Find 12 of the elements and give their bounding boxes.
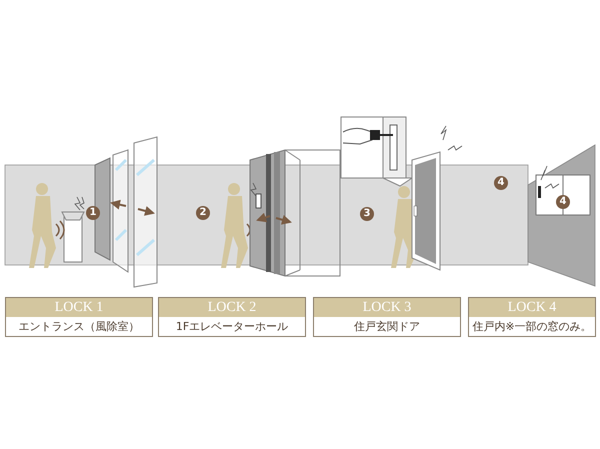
caption-panel: [468, 297, 596, 337]
caption-panel: [313, 297, 461, 337]
panel-heading: LOCK 2: [159, 298, 305, 317]
panel-heading: LOCK 4: [469, 298, 595, 317]
panel-text: 住戸内※一部の窓のみ。: [471, 319, 593, 335]
caption-panel: [5, 297, 153, 337]
panel-text: 住戸玄関ドア: [353, 319, 421, 335]
panel-text: 1Fエレベーターホール: [174, 319, 290, 335]
panel-heading: LOCK 3: [314, 298, 460, 317]
panel-text: エントランス（風除室）: [18, 319, 140, 335]
caption-panel: [158, 297, 306, 337]
panel-heading: LOCK 1: [6, 298, 152, 317]
